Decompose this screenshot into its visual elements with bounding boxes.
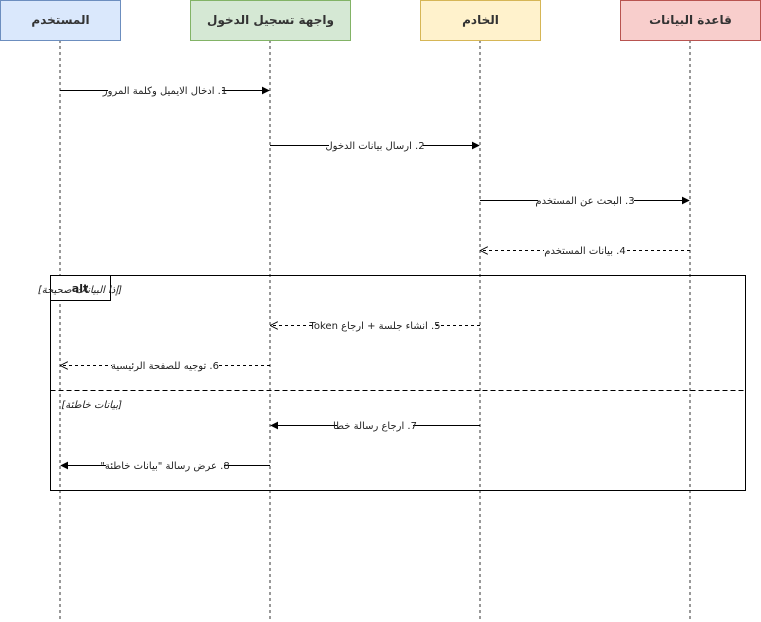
alt-frame-border [50, 275, 746, 491]
actor-server: الخادم [420, 0, 541, 41]
actor-box [420, 0, 541, 41]
actor-user: المستخدم [0, 0, 121, 41]
alt-condition-success: [إذا البيانات صحيحة] [38, 285, 122, 296]
message-label-bg [544, 244, 626, 257]
alt-condition-failure: [بيانات خاطئة] [61, 400, 122, 411]
alt-frame: alt [إذا البيانات صحيحة] [بيانات خاطئة] [38, 275, 746, 491]
message-label: 7. ارجاع رسالة خطا [333, 421, 417, 432]
message-5: 5. انشاء جلسة + ارجاع Token [271, 319, 480, 332]
message-3: 3. البحث عن المستخدم [480, 194, 690, 207]
message-7: 7. ارجاع رسالة خطا [270, 419, 480, 432]
message-label-bg [538, 194, 634, 207]
actor-box [190, 0, 351, 41]
actor-label: الخادم [462, 13, 499, 28]
actor-box [620, 0, 761, 41]
lifelines [59, 40, 691, 620]
message-1: 1. ادخال الايميل وكلمة المرور [60, 84, 270, 97]
message-label: 3. البحث عن المستخدم [535, 196, 634, 207]
message-4: 4. بيانات المستخدم [481, 244, 690, 257]
message-label: 4. بيانات المستخدم [544, 246, 625, 257]
message-8: 8. عرض رسالة "بيانات خاطئة" [60, 459, 270, 472]
actor-label: واجهة تسجيل الدخول [207, 13, 334, 28]
actor-database: قاعدة البيانات [620, 0, 761, 41]
message-label: 1. ادخال الايميل وكلمة المرور [102, 86, 227, 97]
message-label-bg [106, 459, 224, 472]
actor-login-ui: واجهة تسجيل الدخول [190, 0, 351, 41]
message-label: 5. انشاء جلسة + ارجاع Token [308, 321, 440, 332]
message-label-bg [329, 139, 423, 152]
message-label: 6. توجيه للصفحة الرئيسية [111, 361, 219, 372]
actor-label: المستخدم [31, 13, 89, 28]
actor-label: قاعدة البيانات [649, 13, 732, 27]
message-label: 8. عرض رسالة "بيانات خاطئة" [100, 461, 229, 472]
message-label-bg [337, 419, 413, 432]
actor-box [0, 0, 121, 41]
alt-tab [50, 275, 111, 301]
message-label-bg [112, 359, 218, 372]
alt-label: alt [72, 282, 88, 295]
message-label-bg [108, 84, 222, 97]
message-6: 6. توجيه للصفحة الرئيسية [61, 359, 270, 372]
message-label: 2. ارسال بيانات الدخول [325, 141, 424, 152]
message-2: 2. ارسال بيانات الدخول [270, 139, 480, 152]
message-label-bg [314, 319, 436, 332]
